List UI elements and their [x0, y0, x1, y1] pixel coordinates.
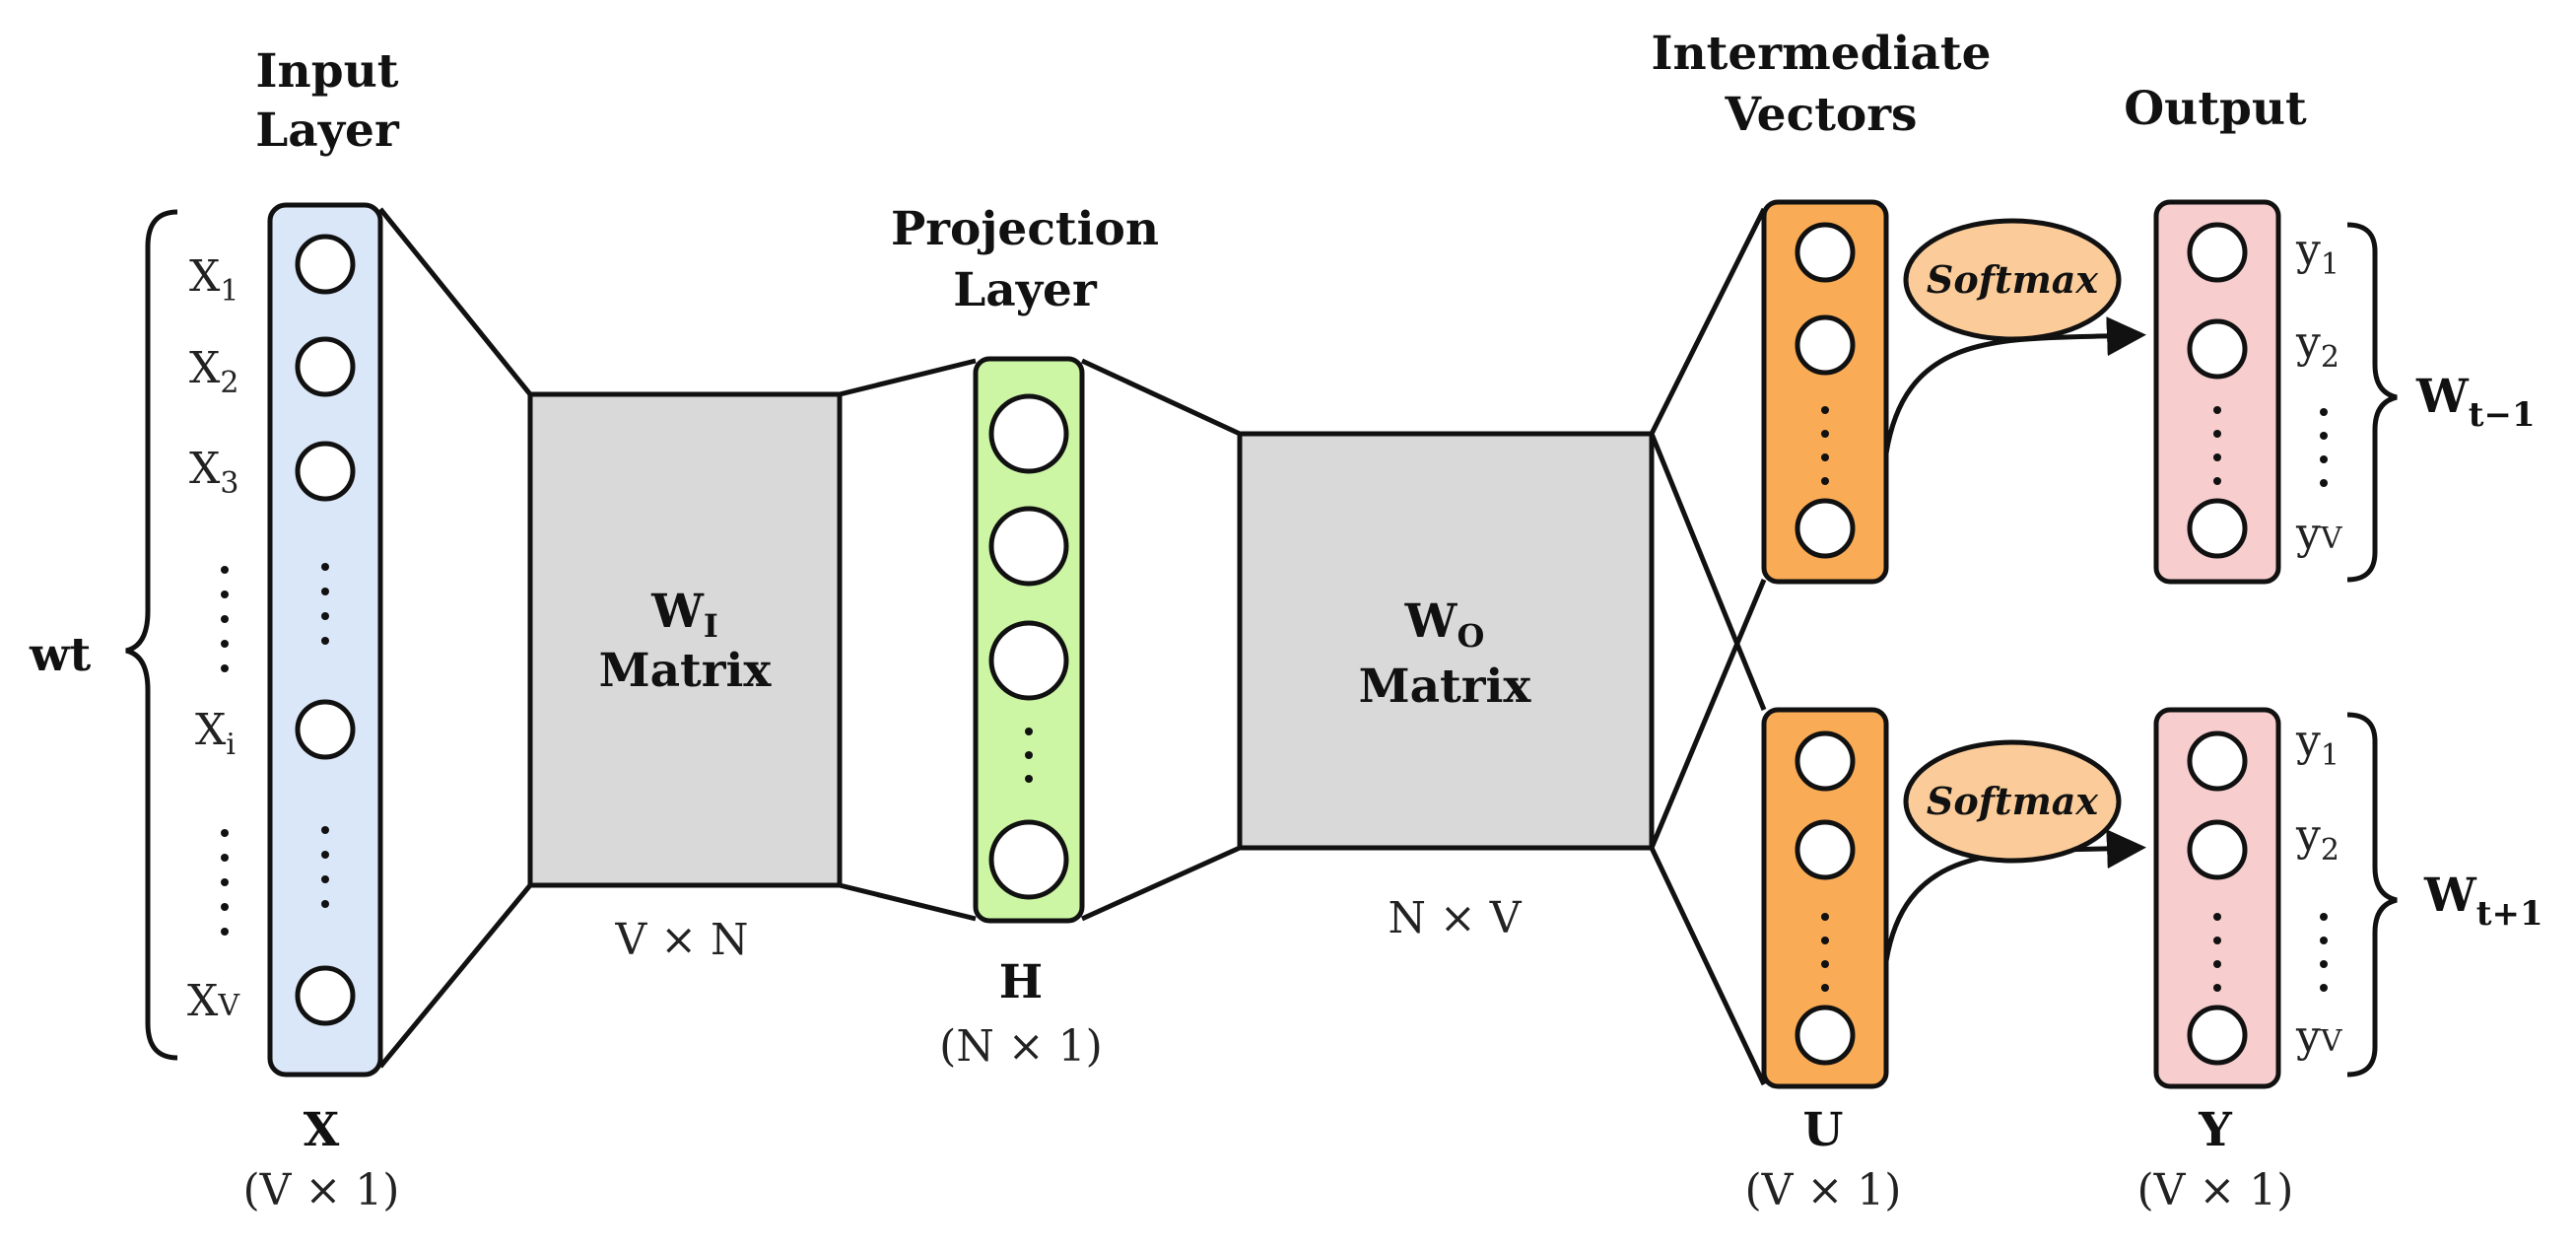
output-vector-bottom [2153, 707, 2281, 1089]
softmax-bottom-label: Softmax [1927, 779, 2100, 823]
input-layer-title-line2: Layer [255, 104, 400, 158]
input-node-x1 [295, 234, 356, 295]
input-label-xv: XV [187, 976, 240, 1026]
output-top-labels: y1 y2 yV [2295, 225, 2343, 559]
intermediate-vector-top [1761, 199, 1889, 585]
output-vector-dim: (V × 1) [2137, 1165, 2294, 1216]
intermediate-bottom-node-v [1795, 1005, 1856, 1066]
wi-matrix-label: Matrix [599, 644, 773, 698]
output-top-label-yv: yV [2295, 509, 2343, 559]
connector-lines [378, 207, 1767, 1086]
output-top-node-1 [2187, 222, 2248, 283]
wi-matrix-dim: V × N [614, 915, 748, 965]
wo-matrix: WO Matrix [1237, 431, 1655, 851]
input-label-dots-lower [221, 829, 229, 936]
softmax-arrow-top [1883, 316, 2146, 454]
intermediate-vectors-title-line2: Vectors [1725, 88, 1918, 142]
output-top-dots [2213, 406, 2221, 485]
input-word-label: wt [29, 628, 91, 682]
projection-vector-dim: (N × 1) [939, 1021, 1103, 1072]
output-bottom-node-2 [2187, 819, 2248, 880]
input-node-xv [295, 965, 356, 1026]
input-label-x1: X1 [189, 251, 238, 309]
output-bottom-node-v [2187, 1005, 2248, 1066]
projection-layer [973, 356, 1085, 924]
wo-matrix-symbol: WO [1404, 594, 1485, 655]
output-top-label-y2: y2 [2295, 317, 2339, 375]
projection-node-dots [1025, 728, 1033, 783]
input-brace [125, 209, 178, 1061]
wo-matrix-dim: N × V [1388, 893, 1522, 943]
output-top-node-2-active [2187, 318, 2248, 380]
input-vector-dim: (V × 1) [243, 1165, 400, 1216]
intermediate-vectors-title-line1: Intermediate [1652, 27, 1992, 81]
intermediate-top-node-2 [1795, 314, 1856, 376]
projection-node-n [988, 819, 1069, 900]
projection-layer-title-line1: Projection [891, 202, 1159, 256]
output-top-brace [2346, 222, 2398, 583]
input-node-x2 [295, 336, 356, 397]
output-top-label-dots [2320, 408, 2328, 487]
projection-node-3 [988, 620, 1069, 701]
projection-layer-title-line2: Layer [953, 263, 1098, 317]
intermediate-vector-dim: (V × 1) [1745, 1165, 1902, 1216]
wi-matrix: WI Matrix [527, 391, 843, 888]
context-word-top: Wt−1 [2415, 370, 2536, 435]
output-top-label-y1: y1 [2295, 225, 2339, 282]
projection-node-2 [988, 506, 1069, 587]
output-vector-top [2153, 199, 2281, 585]
intermediate-top-dots [1821, 406, 1829, 485]
softmax-top-label: Softmax [1927, 257, 2100, 302]
input-label-x3: X3 [189, 444, 238, 501]
input-labels: X1 X2 X3 Xi XV [187, 251, 240, 1026]
input-label-dots-upper [221, 566, 229, 672]
output-bottom-node-1-active [2187, 730, 2248, 792]
output-bottom-label-y2: y2 [2295, 810, 2339, 868]
input-node-dots-lower [321, 826, 329, 908]
intermediate-bottom-node-2 [1795, 819, 1856, 880]
output-bottom-label-yv: yV [2295, 1011, 2343, 1062]
projection-vector-name: H [999, 955, 1043, 1009]
output-top-node-v [2187, 498, 2248, 559]
input-layer-title-line1: Input [256, 44, 399, 99]
output-bottom-labels: y1 y2 yV [2295, 716, 2343, 1062]
wo-matrix-label: Matrix [1359, 660, 1532, 714]
output-vector-name: Y [2198, 1103, 2232, 1157]
projection-node-1 [988, 393, 1069, 474]
intermediate-bottom-dots [1821, 913, 1829, 992]
intermediate-top-node-1 [1795, 222, 1856, 283]
softmax-arrow-bottom [1883, 829, 2146, 962]
output-bottom-dots [2213, 913, 2221, 992]
wi-matrix-symbol: WI [650, 585, 718, 645]
output-bottom-brace [2346, 712, 2398, 1077]
input-node-x3 [295, 441, 356, 502]
output-bottom-label-y1: y1 [2295, 716, 2339, 773]
input-layer [267, 202, 383, 1077]
context-word-bottom: Wt+1 [2423, 869, 2543, 934]
output-bottom-label-dots [2320, 913, 2328, 992]
output-title: Output [2124, 82, 2307, 136]
intermediate-top-node-v [1795, 498, 1856, 559]
input-node-xi-active [295, 699, 356, 760]
input-vector-name: X [304, 1103, 340, 1157]
intermediate-vector-name: U [1803, 1103, 1844, 1157]
softmax-bottom: Softmax [1903, 739, 2122, 864]
input-label-x2: X2 [189, 343, 238, 400]
input-node-dots-upper [321, 563, 329, 645]
intermediate-bottom-node-1 [1795, 730, 1856, 792]
input-label-xi: Xi [195, 705, 236, 762]
intermediate-vector-bottom [1761, 707, 1889, 1089]
softmax-top: Softmax [1903, 218, 2122, 342]
